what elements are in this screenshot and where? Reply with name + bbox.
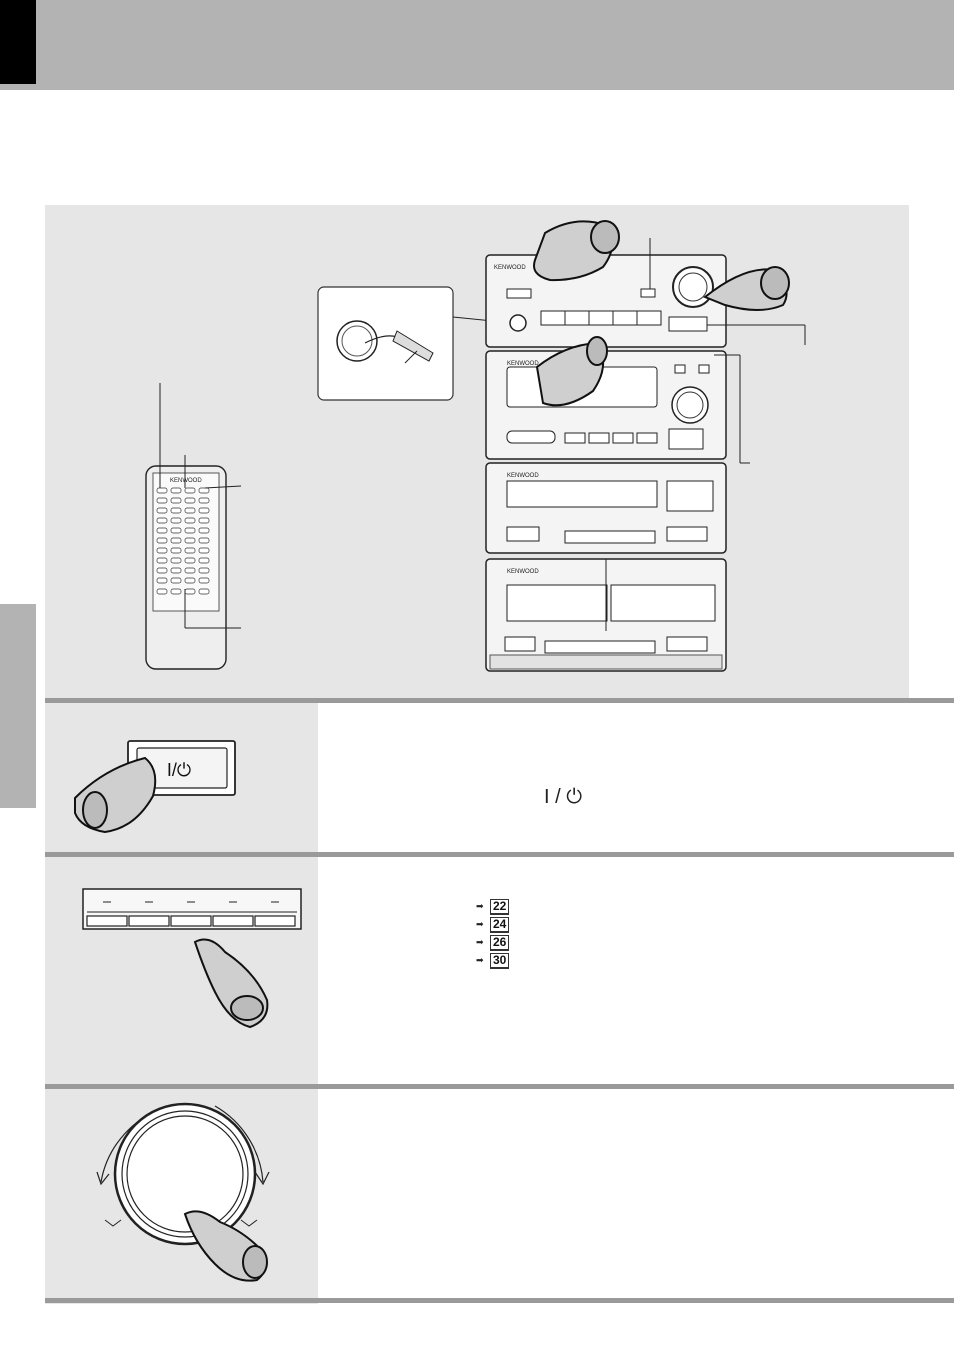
step-3-volume — [45, 1084, 954, 1304]
step-3-illustration-area — [45, 1084, 318, 1304]
page-number: 26 — [490, 934, 510, 951]
pointing-hands — [533, 220, 790, 407]
step-2-rule — [45, 852, 954, 857]
cd-brand-logo: KENWOOD — [507, 473, 539, 479]
step-2-input-select — [45, 852, 954, 1087]
deck-brand-logo: KENWOOD — [507, 361, 539, 367]
arrow-right-icon: ➡ — [476, 919, 484, 929]
page-ref-item[interactable]: ➡ 22 — [476, 898, 526, 915]
arrow-right-icon: ➡ — [476, 955, 484, 965]
page-number: 24 — [490, 916, 510, 933]
page-reference-list: ➡ 22 ➡ 24 ➡ 26 ➡ 30 — [476, 898, 526, 970]
stereo-system-illustration: KENWOOD KENWOOD — [485, 238, 806, 672]
bottom-rule — [45, 1298, 954, 1303]
header-bar — [0, 0, 954, 90]
step-1-power: I/⏻ — [45, 698, 954, 855]
step-1-rule — [45, 698, 954, 703]
amp-brand-logo: KENWOOD — [494, 265, 526, 271]
power-symbol-inline: I / ⏻ — [544, 786, 583, 808]
arrow-right-icon: ➡ — [476, 901, 484, 911]
page-ref-item[interactable]: ➡ 26 — [476, 934, 526, 951]
source-buttons-illustration — [82, 888, 302, 1029]
remote-brand-logo: KENWOOD — [170, 478, 202, 484]
power-button-symbol: I/⏻ — [167, 760, 191, 780]
step-2-illustration-area — [45, 852, 318, 1087]
overview-illustration-panel: KENWOOD — [45, 205, 909, 700]
remote-control-illustration: KENWOOD — [145, 383, 242, 670]
page-ref-item[interactable]: ➡ 24 — [476, 916, 526, 933]
page-number: 22 — [490, 898, 510, 915]
dual-deck-brand-logo: KENWOOD — [507, 569, 539, 575]
step-3-rule — [45, 1084, 954, 1089]
power-button-illustration: I/⏻ — [74, 740, 236, 834]
page-number: 30 — [490, 952, 510, 969]
volume-knob-illustration — [96, 1102, 270, 1282]
headphone-jack-callout — [317, 286, 514, 401]
header-black-tab — [0, 0, 36, 84]
system-illustration: KENWOOD — [145, 220, 806, 672]
side-section-tab — [0, 604, 36, 808]
page-ref-item[interactable]: ➡ 30 — [476, 952, 526, 969]
arrow-right-icon: ➡ — [476, 937, 484, 947]
step-1-illustration-area: I/⏻ — [45, 698, 318, 855]
